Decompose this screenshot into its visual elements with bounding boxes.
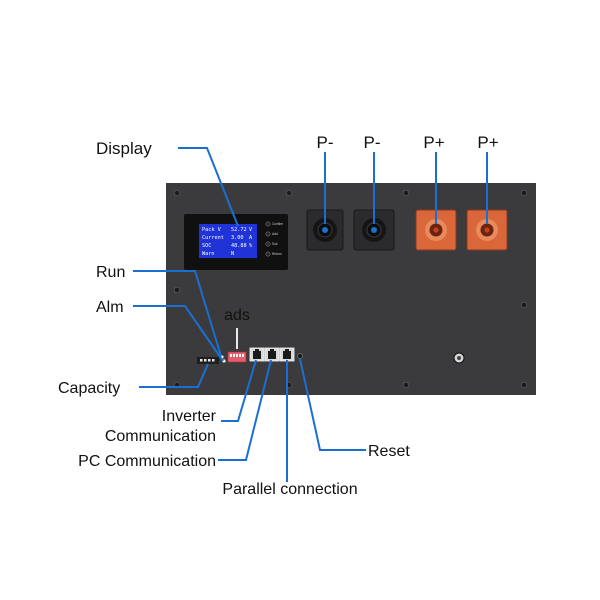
positive-terminal-2[interactable] xyxy=(466,209,508,251)
screw xyxy=(520,301,528,309)
negative-terminal-pin xyxy=(322,227,328,233)
terminal-label-1: P- xyxy=(317,133,334,152)
pc-communication-leader xyxy=(218,359,272,461)
negative-terminal-pin xyxy=(371,227,377,233)
positive-terminal-1[interactable] xyxy=(415,209,457,251)
run-leader xyxy=(133,270,222,357)
lcd-line-1-name: Pack V xyxy=(202,227,221,233)
inverter-communication-label-line1: Inverter xyxy=(162,408,217,425)
inverter-leader xyxy=(221,359,257,422)
add-button[interactable] xyxy=(265,231,271,237)
terminal-label-4: P+ xyxy=(477,133,498,152)
screw xyxy=(402,189,410,197)
display-label: Display xyxy=(96,139,152,158)
terminal-label-2: P- xyxy=(364,133,381,152)
positive-terminal-pin xyxy=(484,227,490,233)
reset-leader xyxy=(299,358,366,451)
lcd-line-4-value: N xyxy=(231,251,234,257)
ads-label: ads xyxy=(224,307,250,324)
lcd-line-2-name: Current xyxy=(202,235,224,241)
ads-dip-switch[interactable] xyxy=(227,351,247,363)
vent-plug xyxy=(453,352,465,364)
alm-label: Alm xyxy=(96,299,124,316)
capacity-led xyxy=(200,359,203,362)
display-leader xyxy=(178,147,239,227)
confirm-button-label: Confirm xyxy=(272,222,284,226)
return-button[interactable] xyxy=(265,251,271,257)
rj45-inverter-port[interactable] xyxy=(249,347,265,362)
leader-lines xyxy=(133,147,488,482)
add-button-label: Add xyxy=(272,232,278,236)
sub-button-label: Sub xyxy=(272,242,278,246)
lcd-line-3-value: 48.88 xyxy=(231,243,247,249)
capacity-led xyxy=(212,359,215,362)
rj45-pc-port[interactable] xyxy=(264,347,280,362)
capacity-led xyxy=(204,359,207,362)
alm-leader xyxy=(133,305,224,362)
pc-communication-label: PC Communication xyxy=(78,453,216,470)
lcd-readout: Pack V 52.72 V Current 3.00 A SOC 48.88 … xyxy=(202,227,253,257)
lcd-line-2-unit: A xyxy=(249,235,253,241)
run-label: Run xyxy=(96,264,125,281)
lcd-screen xyxy=(199,224,257,258)
reset-button[interactable] xyxy=(297,353,303,359)
reset-label: Reset xyxy=(368,443,410,460)
inverter-communication-label-line2: Communication xyxy=(105,428,216,445)
lcd-line-1-unit: V xyxy=(249,227,252,233)
capacity-indicator xyxy=(197,357,219,364)
sub-button[interactable] xyxy=(265,241,271,247)
parallel-connection-label: Parallel connection xyxy=(222,481,357,498)
capacity-led xyxy=(208,359,211,362)
lcd-line-4-name: Warn xyxy=(202,251,215,257)
lcd-line-2-value: 3.00 xyxy=(231,235,244,241)
rj45-parallel-port[interactable] xyxy=(279,347,295,362)
screw xyxy=(173,286,181,294)
capacity-label: Capacity xyxy=(58,380,120,397)
screw xyxy=(173,189,181,197)
display-buttons: Confirm Add Sub Return xyxy=(265,221,284,257)
lcd-line-3-name: SOC xyxy=(202,243,211,249)
positive-terminal-pin xyxy=(433,227,439,233)
screw xyxy=(285,189,293,197)
lcd-line-1-value: 52.72 xyxy=(231,227,247,233)
negative-terminal-2[interactable] xyxy=(353,209,395,251)
lcd-line-3-unit: % xyxy=(249,243,253,249)
display-module: Pack V 52.72 V Current 3.00 A SOC 48.88 … xyxy=(184,214,288,270)
terminal-label-3: P+ xyxy=(423,133,444,152)
screw xyxy=(520,189,528,197)
screw xyxy=(402,381,410,389)
negative-terminal-1[interactable] xyxy=(306,209,344,251)
confirm-button[interactable] xyxy=(265,221,271,227)
screw xyxy=(520,381,528,389)
capacity-leader xyxy=(139,363,209,388)
return-button-label: Return xyxy=(272,252,282,256)
